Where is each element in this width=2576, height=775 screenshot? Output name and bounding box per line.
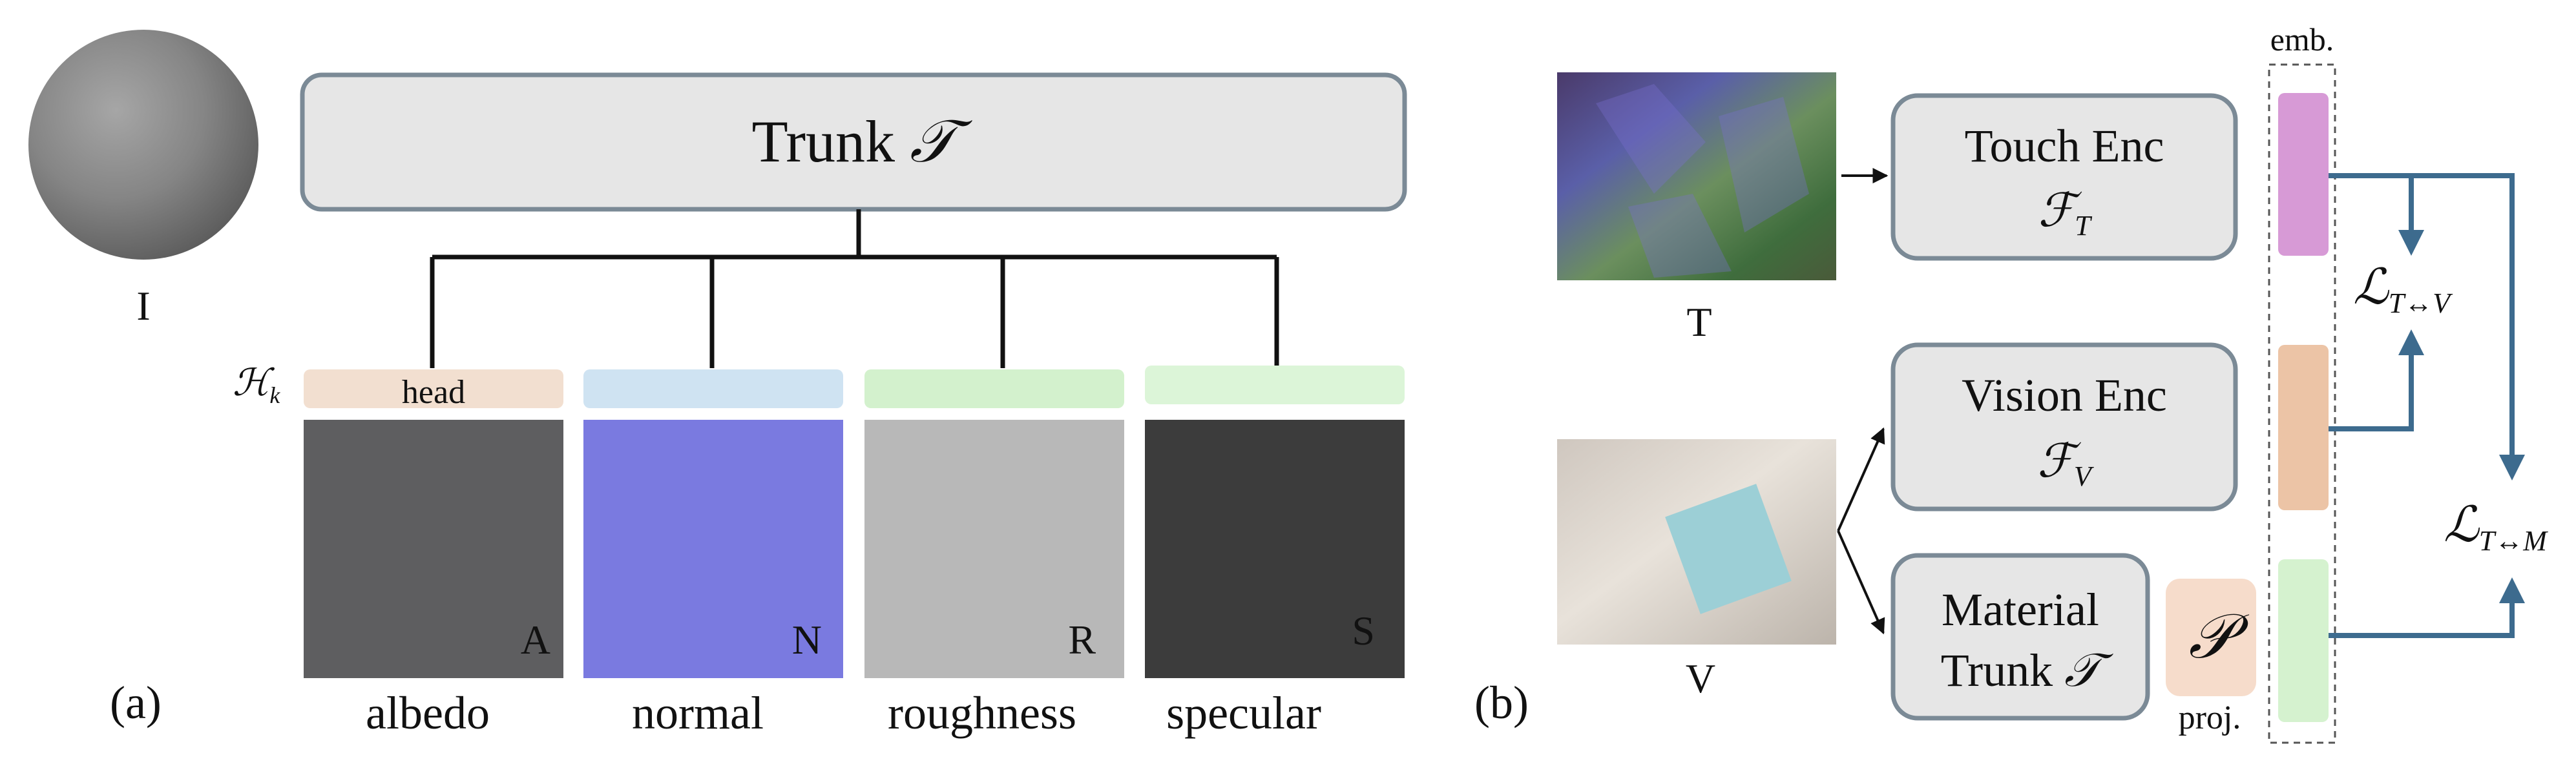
vision-encoder-title: Vision Enc xyxy=(1962,369,2167,421)
map-letter-albedo: A xyxy=(521,617,550,663)
map-letter-normal: N xyxy=(792,617,822,663)
embedding-label: emb. xyxy=(2270,21,2334,57)
trunk-box xyxy=(300,72,1407,212)
specular-map xyxy=(1145,420,1405,678)
trunk-label: Trunk 𝒯 xyxy=(751,108,972,174)
vision-image-label-tag xyxy=(1665,484,1792,614)
vision-to-material-arrow xyxy=(1837,530,1885,635)
material-trunk-box xyxy=(1890,553,2150,721)
projection-box xyxy=(2166,579,2256,696)
head-bar-normal xyxy=(583,369,843,408)
vision-encoder-box xyxy=(1890,342,2238,512)
material-trunk-title: Material xyxy=(1942,584,2099,636)
map-name-normal: normal xyxy=(632,687,764,739)
head-symbol: ℋk xyxy=(233,362,280,408)
map-name-roughness: roughness xyxy=(888,687,1076,739)
touch-image-texture xyxy=(1596,84,1809,278)
loss-touch-vision: ℒT↔V xyxy=(2353,260,2453,319)
head-bar-roughness xyxy=(864,369,1124,408)
map-letter-roughness: R xyxy=(1068,617,1096,663)
panel-a: I Trunk 𝒯 ℋk head A albedo N normal R ro… xyxy=(28,30,1407,739)
normal-map xyxy=(583,420,843,678)
loss-connectors xyxy=(2329,173,2525,638)
head-bar-label: head xyxy=(402,374,465,411)
panel-a-label: (a) xyxy=(110,677,162,728)
vision-to-enc-arrow xyxy=(1837,427,1885,532)
panel-b: T V Touch Enc ℱT Vision Enc ℱV Material … xyxy=(1474,21,2548,744)
map-name-albedo: albedo xyxy=(366,687,490,739)
vision-image-label: V xyxy=(1686,656,1715,701)
touch-embedding xyxy=(2278,93,2329,256)
material-embedding xyxy=(2278,559,2329,722)
head-bar-specular xyxy=(1145,366,1405,404)
material-sphere xyxy=(28,30,258,260)
touch-encoder-box xyxy=(1890,93,2238,261)
sphere-label: I xyxy=(136,283,150,329)
touch-image xyxy=(1557,72,1836,280)
albedo-map xyxy=(304,420,563,678)
map-name-specular: specular xyxy=(1166,687,1321,739)
material-trunk-symbol: Trunk 𝒯 xyxy=(1941,645,2113,696)
roughness-map xyxy=(864,420,1124,678)
map-letter-specular: S xyxy=(1352,608,1375,654)
trunk-connectors xyxy=(430,209,1279,368)
head-bar-albedo xyxy=(304,369,563,408)
loss-touch-material: ℒT↔M xyxy=(2444,498,2548,557)
touch-image-label: T xyxy=(1686,299,1712,345)
panel-b-label: (b) xyxy=(1474,677,1529,728)
projection-label: proj. xyxy=(2179,699,2241,736)
touch-encoder-title: Touch Enc xyxy=(1965,120,2164,172)
vision-embedding xyxy=(2278,345,2329,510)
